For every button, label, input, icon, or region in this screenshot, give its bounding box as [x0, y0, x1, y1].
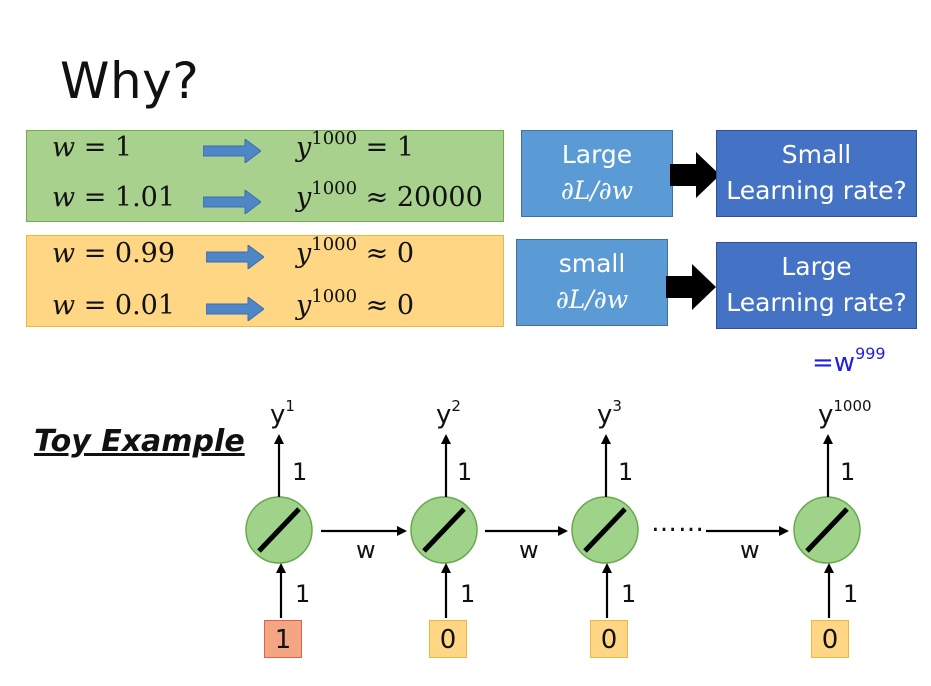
in-weight-2: 1 [460, 580, 476, 608]
neuron-3 [571, 496, 639, 564]
toy-example-heading: Toy Example [34, 424, 245, 459]
neuron-1 [245, 496, 313, 564]
row-1-y-sup: 1000 [311, 128, 358, 149]
black-arrow-icon [666, 264, 716, 310]
in-weight-3: 1 [621, 580, 637, 608]
output-formula: =w999 [812, 346, 886, 379]
right-arrow-icon [203, 190, 261, 214]
right-arrow-icon [203, 139, 261, 163]
row-2-y: y1000 ≈ 20000 [296, 178, 483, 214]
formula-exponent: 999 [855, 344, 886, 363]
y-label-2-sup: 2 [451, 397, 461, 415]
vanishing-case-box [26, 235, 504, 327]
input-box-4: 0 [811, 620, 849, 658]
small-gradient-label: small [558, 249, 626, 278]
y-label-3: y3 [597, 397, 622, 431]
small-lr-label-1: Small [781, 140, 852, 169]
exploding-case-box [26, 130, 504, 222]
small-gradient-box: small ∂L/∂w [516, 239, 668, 326]
recurrent-weight-3: w [740, 536, 760, 564]
row-2-w: w = 1.01 [52, 182, 176, 213]
y-label-4-base: y [818, 400, 834, 430]
right-arrow-icon [206, 297, 264, 321]
small-gradient-formula: ∂L/∂w [555, 285, 629, 314]
small-lr-label-2: Learning rate? [726, 176, 907, 205]
y-label-1-sup: 1 [285, 397, 295, 415]
row-3-y-value: ≈ 0 [365, 238, 415, 269]
row-3-w: w = 0.99 [52, 238, 176, 269]
large-gradient-box: Large ∂L/∂w [521, 130, 673, 217]
row-4-y-value: ≈ 0 [365, 290, 415, 321]
y-label-1-base: y [270, 400, 286, 430]
row-2-y-sup: 1000 [311, 178, 358, 199]
y-label-3-base: y [597, 400, 613, 430]
row-1-y-value: = 1 [365, 132, 415, 163]
y-label-4-sup: 1000 [833, 397, 872, 415]
in-weight-4: 1 [843, 580, 859, 608]
neuron-4 [793, 496, 861, 564]
out-weight-4: 1 [840, 458, 856, 486]
recurrent-weight-1: w [356, 536, 376, 564]
large-lr-label-2: Learning rate? [726, 288, 907, 317]
ellipsis: …… [651, 508, 705, 538]
large-gradient-formula: ∂L/∂w [560, 176, 634, 205]
y-label-1: y1 [270, 397, 295, 431]
row-4-y: y1000 ≈ 0 [296, 286, 415, 322]
right-arrow-icon [206, 245, 264, 269]
out-weight-1: 1 [292, 458, 308, 486]
large-learning-rate-box: Large Learning rate? [716, 242, 917, 329]
input-box-1: 1 [264, 620, 302, 658]
row-3-y: y1000 ≈ 0 [296, 234, 415, 270]
row-2-y-value: ≈ 20000 [365, 182, 483, 213]
out-weight-3: 1 [618, 458, 634, 486]
out-weight-2: 1 [457, 458, 473, 486]
neuron-2 [410, 496, 478, 564]
row-1-w: w = 1 [52, 132, 133, 163]
large-gradient-label: Large [561, 140, 633, 169]
page-title: Why? [60, 52, 200, 110]
row-4-y-sup: 1000 [311, 286, 358, 307]
input-box-3: 0 [590, 620, 628, 658]
row-3-y-sup: 1000 [311, 234, 358, 255]
y-label-2: y2 [436, 397, 461, 431]
recurrent-weight-2: w [519, 536, 539, 564]
row-1-y: y1000 = 1 [296, 128, 415, 164]
y-label-3-sup: 3 [612, 397, 622, 415]
small-learning-rate-box: Small Learning rate? [716, 130, 917, 217]
input-box-2: 0 [429, 620, 467, 658]
y-label-2-base: y [436, 400, 452, 430]
black-arrow-icon [670, 152, 720, 198]
large-lr-label-1: Large [781, 252, 852, 281]
y-label-4: y1000 [818, 397, 872, 431]
row-4-w: w = 0.01 [52, 290, 176, 321]
formula-base: =w [812, 348, 856, 378]
in-weight-1: 1 [295, 580, 311, 608]
